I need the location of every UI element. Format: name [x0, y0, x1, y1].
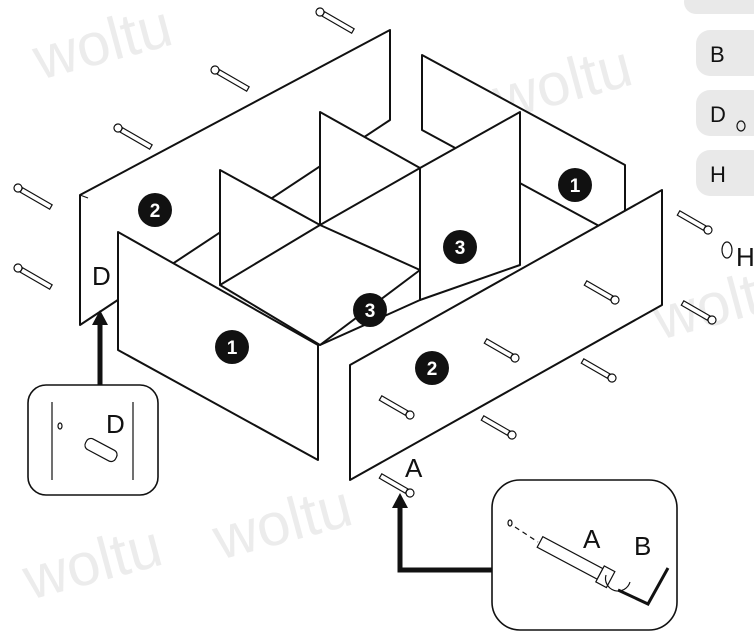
rotate-arrow-icon	[604, 574, 631, 592]
cap-icon	[721, 241, 733, 259]
panel-number: 1	[570, 176, 581, 197]
panel-number-badge	[443, 230, 477, 264]
divider-panels: 3 3	[219, 111, 521, 346]
panel-number-badge	[215, 330, 249, 364]
key-detail-label: B	[634, 531, 651, 561]
legend-box	[684, 0, 754, 14]
parts-legend: B D H	[684, 0, 754, 196]
legend-item: B	[710, 42, 725, 67]
panel-number: 3	[455, 238, 466, 259]
screw-label: A	[405, 453, 423, 483]
panel-number-badge	[138, 193, 172, 227]
dowel-legend-icon	[736, 120, 746, 132]
panel-number: 2	[427, 359, 438, 380]
panel-number: 2	[150, 201, 161, 222]
dowel-label: D	[92, 261, 111, 291]
panel-number-badge	[558, 168, 592, 202]
screw-arrow	[397, 505, 492, 573]
panel-number: 1	[227, 338, 238, 359]
legend-box	[696, 90, 754, 136]
watermark-text: woltu	[15, 512, 169, 613]
legend-box	[696, 30, 754, 76]
cap-label: H	[736, 242, 754, 272]
watermark-text: woltu	[205, 472, 359, 573]
legend-box	[696, 150, 754, 196]
watermark-text: woltu	[25, 0, 179, 93]
panel-number-badge	[415, 351, 449, 385]
dowel-icon	[84, 437, 118, 463]
panel-number: 3	[365, 301, 376, 322]
screws	[13, 7, 717, 498]
dowel-detail-callout: D	[27, 384, 159, 496]
screw-detail-callout: A B	[491, 479, 678, 631]
dowel-arrowhead	[92, 310, 108, 325]
legend-item: H	[710, 162, 726, 187]
screw-arrowhead	[392, 493, 408, 508]
panel-number-badge	[353, 293, 387, 327]
panel-front-right: 2	[349, 189, 663, 481]
dowel-detail-label: D	[106, 409, 125, 439]
screw-detail-label: A	[583, 524, 601, 554]
allen-key-icon	[617, 567, 670, 606]
panel-front-left: 1	[117, 231, 319, 461]
legend-item: D	[710, 102, 726, 127]
